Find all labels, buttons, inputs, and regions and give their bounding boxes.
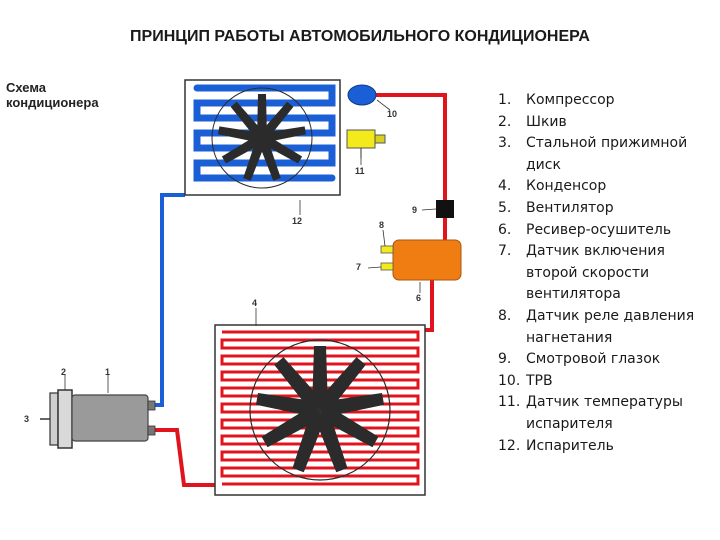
legend-item-line: ТРВ — [526, 372, 553, 389]
hot-pipe-compressor-condenser — [152, 428, 220, 487]
legend-item-text: Датчик включения второй скорости вентилято… — [526, 241, 665, 306]
legend-item-line: вентилятора — [526, 286, 621, 303]
legend-item-number: 5. — [498, 199, 512, 216]
legend-item-text: Стальной прижимной диск — [526, 133, 687, 176]
callout-11: 11 — [355, 166, 365, 176]
legend-item-text: Датчик реле давления нагнетания — [526, 306, 694, 349]
legend-item: 5. Вентилятор — [498, 198, 694, 220]
callout-10: 10 — [387, 109, 397, 119]
legend-item: 9. Смотровой глазок — [498, 349, 694, 371]
pulley — [57, 389, 73, 449]
legend-item-line: Датчик включения — [526, 243, 665, 260]
legend-item: 6. Ресивер-осушитель — [498, 220, 694, 242]
receiver-dryer — [380, 239, 462, 281]
legend-item-number: 11. — [498, 394, 521, 411]
callout-4: 4 — [252, 298, 257, 308]
legend-item: 12. Испаритель — [498, 436, 694, 458]
fan-speed-sensor — [380, 262, 394, 271]
legend-item-line: Стальной прижимной — [526, 135, 688, 152]
legend-item-line: диск — [526, 156, 561, 173]
legend-item-number: 4. — [498, 178, 512, 195]
legend-item-text: Вентилятор — [526, 198, 614, 220]
legend-item-text: Компрессор — [526, 90, 615, 112]
legend-item-text: Конденсор — [526, 176, 606, 198]
legend-item-line: Датчик реле давления — [526, 307, 695, 324]
legend-item-line: второй скорости — [526, 264, 650, 281]
condenser-fan — [249, 339, 391, 481]
callout-6: 6 — [416, 293, 421, 303]
legend-item: 2. Шкив — [498, 112, 694, 134]
legend-item: 3. Стальной прижимной диск — [498, 133, 694, 176]
legend-item: 7. Датчик включения второй скорости вентил… — [498, 241, 694, 306]
legend-list: 1. Компрессор 2. Шкив 3. Стальной прижимной ди… — [498, 90, 694, 457]
callout-8: 8 — [379, 220, 384, 230]
legend-item-text: Шкив — [526, 112, 567, 134]
legend-item-number: 1. — [498, 92, 512, 108]
legend-item: 8. Датчик реле давления нагнетания — [498, 306, 694, 349]
legend-item: 11. Датчик температуры испарителя — [498, 392, 694, 435]
legend-item: 4. Конденсор — [498, 176, 694, 198]
legend-item-number: 6. — [498, 221, 512, 238]
legend-item-line: Датчик температуры — [526, 394, 683, 411]
legend-item-line: Ресивер-осушитель — [526, 221, 672, 238]
callout-2: 2 — [61, 367, 66, 377]
schema-label-line-1: Схема — [6, 80, 47, 95]
callout-12: 12 — [292, 216, 302, 226]
legend-item-text: Датчик температуры испарителя — [526, 392, 683, 435]
legend-item-line: Шкив — [526, 113, 567, 130]
compressor-body — [71, 394, 149, 442]
cold-pipe — [152, 193, 185, 407]
callout-1: 1 — [105, 367, 110, 377]
legend-item-number: 3. — [498, 135, 512, 152]
clutch-plate — [49, 392, 59, 446]
legend-item-line: испарителя — [526, 415, 613, 432]
callout-9: 9 — [412, 205, 417, 215]
legend-item-number: 2. — [498, 113, 512, 130]
pressure-switch-sensor — [380, 245, 394, 254]
legend-item-text: Смотровой глазок — [526, 349, 660, 371]
evaporator — [184, 79, 341, 196]
legend-item-text: ТРВ — [526, 371, 553, 393]
legend-item-line: Смотровой глазок — [526, 351, 661, 368]
callout-5: 5 — [317, 406, 322, 416]
callout-7: 7 — [356, 262, 361, 272]
legend-item-number: 12. — [498, 437, 521, 454]
legend-item-number: 8. — [498, 307, 512, 324]
evaporator-temperature-sensor — [346, 129, 386, 158]
evaporator-fan — [211, 87, 313, 189]
sight-glass — [436, 200, 454, 218]
legend-item-line: нагнетания — [526, 329, 613, 346]
legend-item: 1. Компрессор — [498, 90, 694, 112]
legend-item-number: 10. — [498, 372, 521, 389]
expansion-valve — [347, 84, 377, 106]
legend-item-text: Испаритель — [526, 436, 614, 458]
legend-item-number: 7. — [498, 243, 512, 260]
callout-3: 3 — [24, 414, 29, 424]
legend-item-line: Конденсор — [526, 178, 607, 195]
legend-item-line: Вентилятор — [526, 199, 614, 216]
schema-label-line-2: кондиционера — [6, 95, 99, 110]
legend-item: 10. ТРВ — [498, 371, 694, 393]
schema-label: Схема кондиционера — [6, 80, 99, 110]
legend-item-text: Ресивер-осушитель — [526, 220, 671, 242]
compressor-assembly — [40, 389, 156, 449]
legend-item-line: Испаритель — [526, 437, 614, 454]
hot-pipe-receiver-valve — [375, 93, 447, 240]
legend-item-number: 9. — [498, 351, 512, 368]
page-title: ПРИНЦИП РАБОТЫ АВТОМОБИЛЬНОГО КОНДИЦИОНЕ… — [130, 28, 590, 45]
condenser — [214, 324, 426, 496]
legend-item-line: Компрессор — [526, 92, 615, 108]
